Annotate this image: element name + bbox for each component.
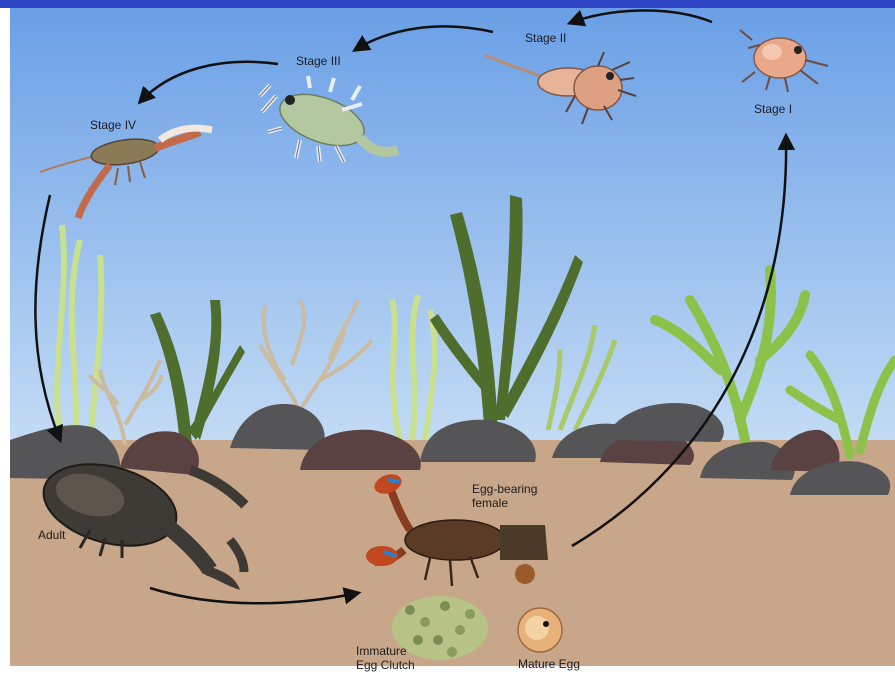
mature-egg [518, 608, 562, 652]
immature-egg-clutch-label: Immature Egg Clutch [356, 644, 415, 672]
egg-bearing-label-line1: Egg-bearing [472, 482, 537, 496]
left-margin [0, 8, 10, 674]
water-background [10, 8, 895, 448]
stage-2-label: Stage II [525, 31, 566, 45]
stage-4-label: Stage IV [90, 118, 136, 132]
immature-label-line2: Egg Clutch [356, 658, 415, 672]
egg-bearing-label-line2: female [472, 496, 537, 510]
stage-1-label: Stage I [754, 102, 792, 116]
immature-label-line1: Immature [356, 644, 415, 658]
egg-bearing-female-label: Egg-bearing female [472, 482, 537, 510]
mature-egg-label: Mature Egg [518, 657, 580, 671]
stage-3-label: Stage III [296, 54, 341, 68]
adult-label: Adult [38, 528, 65, 542]
bottom-margin [0, 666, 895, 674]
top-bar [0, 0, 895, 8]
